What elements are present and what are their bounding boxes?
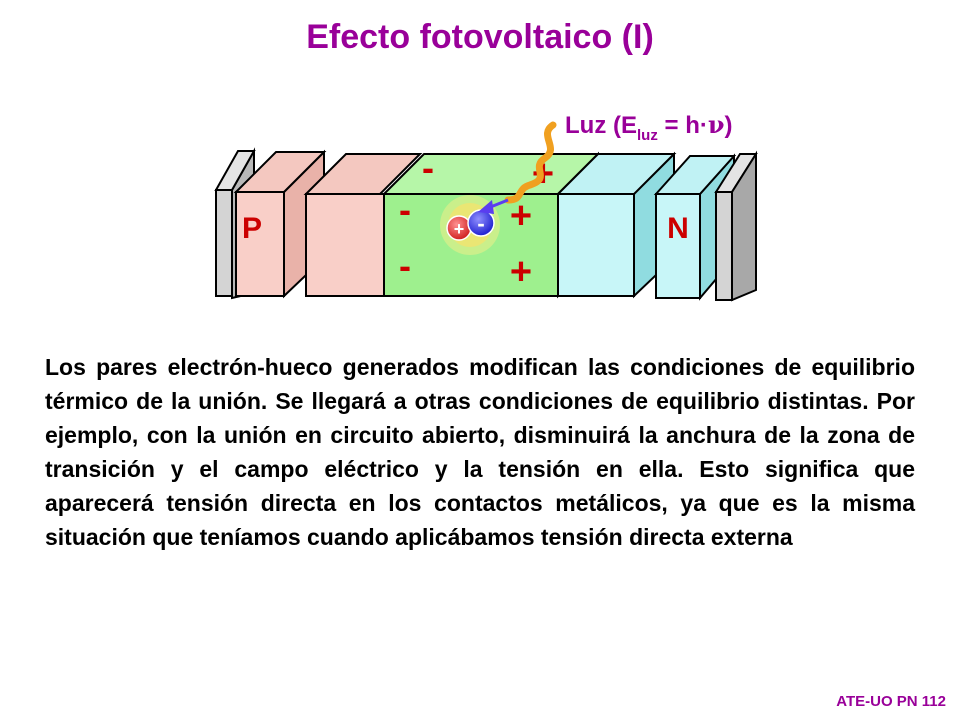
pn-junction-diagram: P N - - - + + + + - Luz (Eluz = h·ν) [214, 110, 758, 302]
p-label: P [242, 212, 262, 245]
electron: - [467, 209, 495, 237]
plus-charge-bottom: + [510, 251, 532, 293]
electron-sign: - [477, 211, 484, 236]
light-label-suffix: = h· [658, 112, 708, 139]
plus-charge-middle: + [510, 195, 532, 237]
light-wave [504, 121, 557, 204]
light-label-close: ) [725, 112, 733, 139]
light-label-prefix: Luz (E [565, 112, 637, 139]
explanation-paragraph: Los pares electrón-hueco generados modif… [45, 354, 915, 550]
light-arrow [478, 198, 509, 214]
slide-footer: ATE-UO PN 112 [836, 693, 946, 710]
minus-charge-top: - [422, 147, 434, 188]
n-label: N [667, 212, 689, 245]
minus-charge-middle: - [399, 189, 411, 230]
hole: + [446, 215, 472, 241]
light-label-nu: ν [708, 110, 725, 139]
p-depletion-block [303, 153, 423, 297]
light-label: Luz (Eluz = h·ν) [565, 110, 733, 144]
minus-charge-bottom: - [399, 245, 411, 286]
right-metal-contact [714, 150, 758, 302]
light-label-subscript: luz [637, 127, 658, 144]
hole-sign: + [454, 219, 465, 239]
page-title: Efecto fotovoltaico (I) [306, 18, 654, 56]
